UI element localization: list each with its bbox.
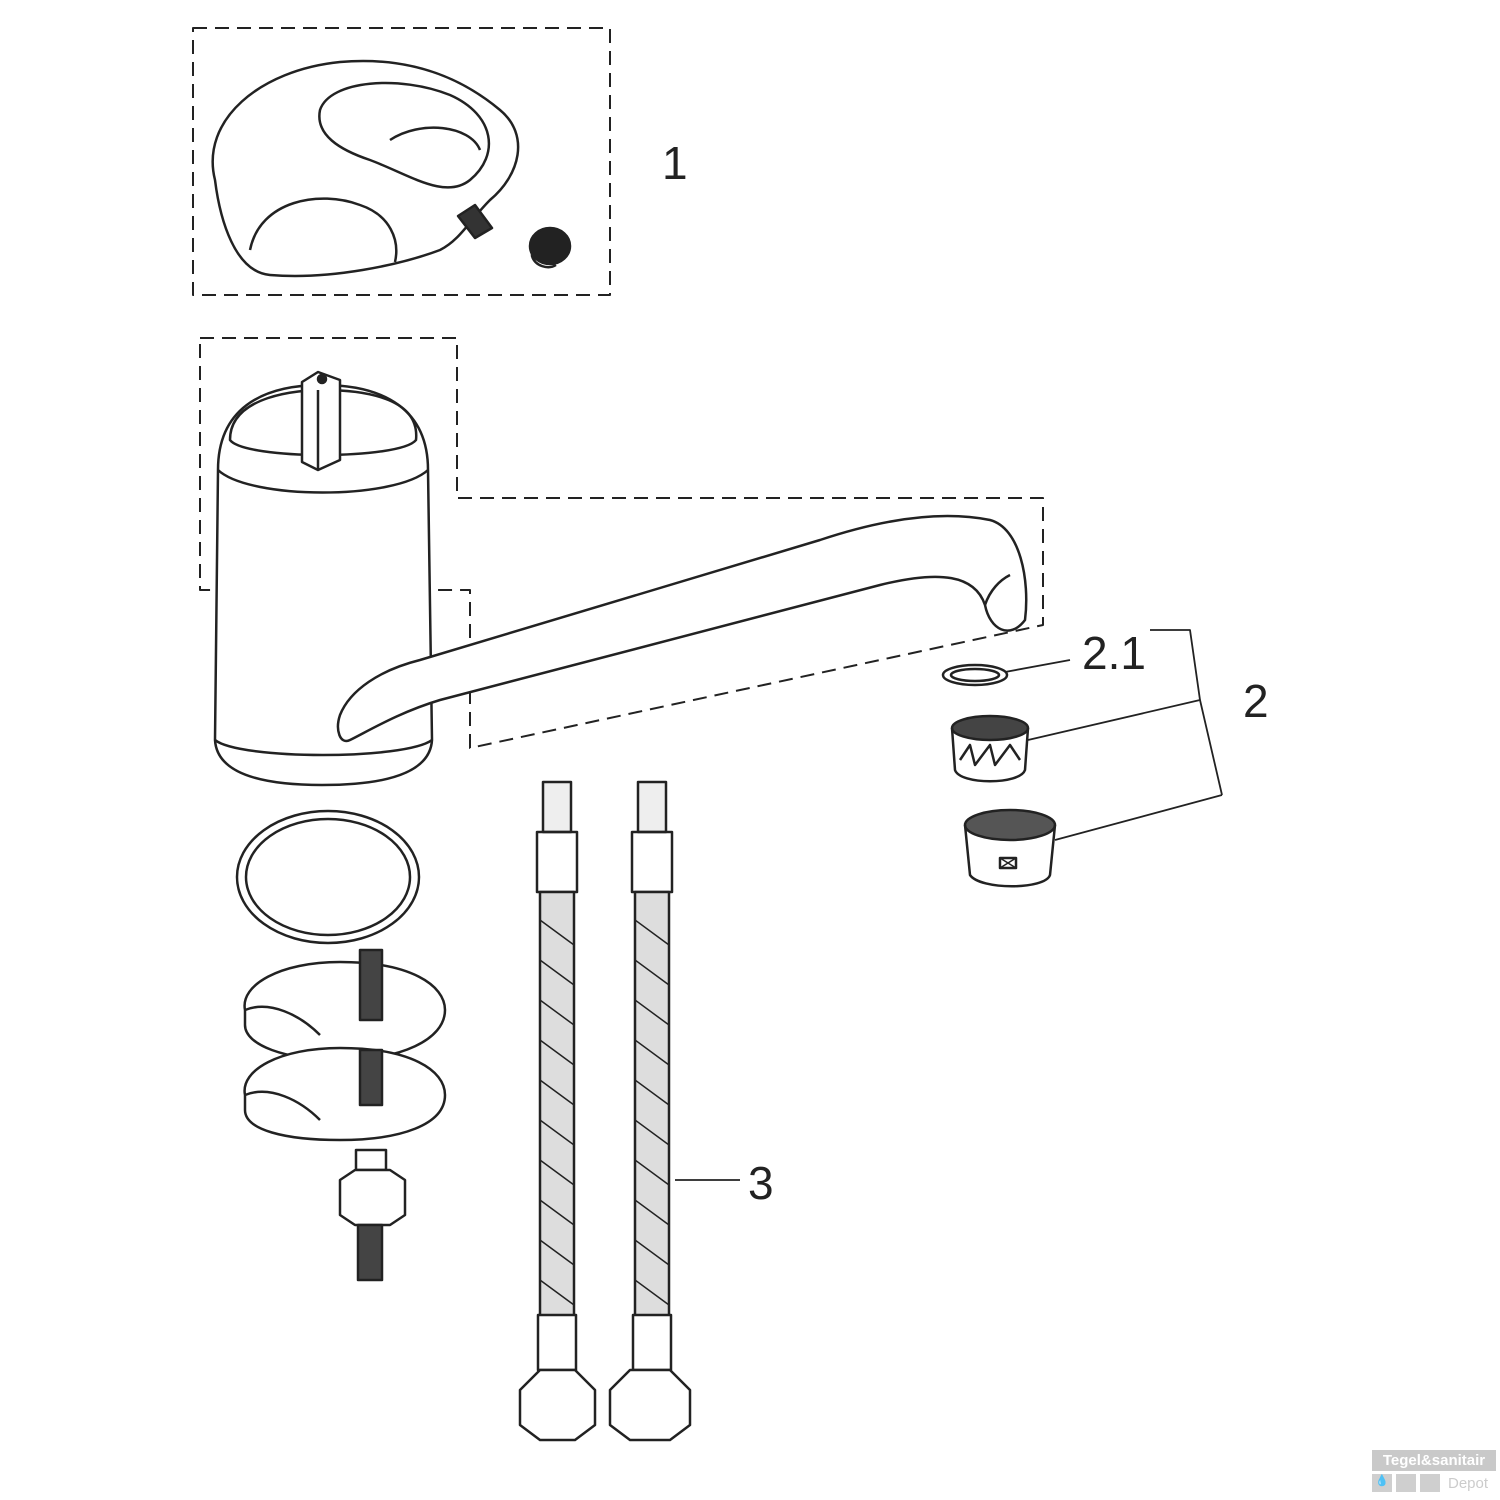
spout <box>336 514 1028 743</box>
callout-2-1: 2.1 <box>1082 627 1146 679</box>
aerator-seal <box>941 663 1009 687</box>
grub-screw <box>456 203 494 240</box>
cap-plug <box>528 226 572 269</box>
o-ring <box>235 809 421 945</box>
leader-lines <box>675 629 1223 1181</box>
tile-icon <box>1396 1474 1416 1492</box>
callout-2: 2 <box>1243 675 1269 727</box>
water-drop-icon: 💧 <box>1372 1474 1392 1492</box>
mounting-clamps <box>243 960 447 1142</box>
watermark-brand: Tegel&sanitair <box>1372 1450 1496 1471</box>
aerator-insert <box>950 714 1030 783</box>
watermark-logo: Tegel&sanitair 💧 Depot <box>1372 1450 1496 1492</box>
handle-group-box <box>192 27 611 296</box>
lever-handle <box>211 59 520 278</box>
callout-1: 1 <box>662 137 688 189</box>
callout-3: 3 <box>748 1157 774 1209</box>
flexible-hoses <box>518 780 692 1442</box>
watermark-sub: Depot <box>1448 1474 1489 1492</box>
faucet-body <box>213 370 434 787</box>
tile-icon <box>1420 1474 1440 1492</box>
aerator-housing <box>963 808 1057 888</box>
threaded-stud <box>338 948 407 1282</box>
